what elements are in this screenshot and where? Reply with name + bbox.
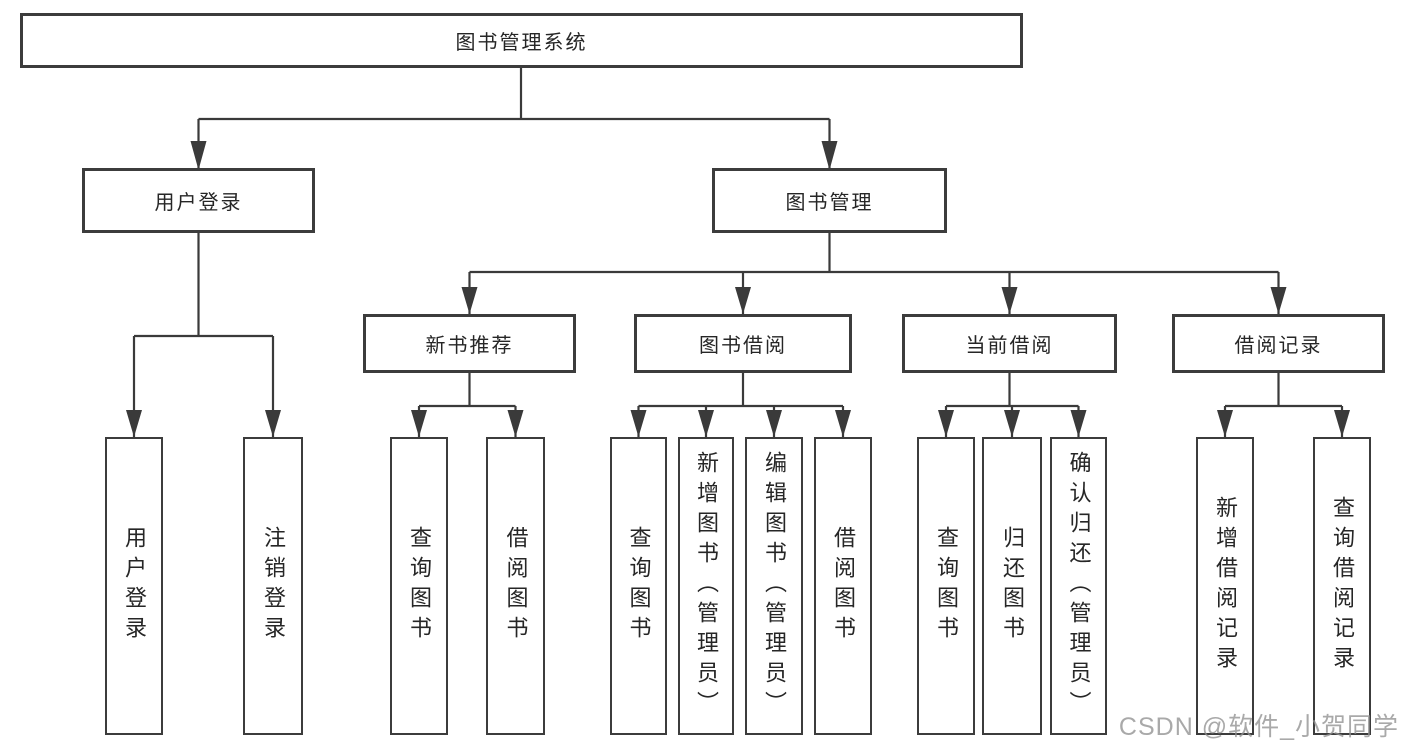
- node-query-borrow-record: 查询借阅记录: [1313, 437, 1371, 735]
- node-query-books: 查询图书: [917, 437, 975, 735]
- node-current-borrowing: 当前借阅: [902, 314, 1117, 373]
- node-add-borrow-record: 新增借阅记录: [1196, 437, 1254, 735]
- node-add-book-admin: 新增图书（管理员）: [678, 437, 734, 735]
- node-logout: 注销登录: [243, 437, 303, 735]
- node-edit-book-admin: 编辑图书（管理员）: [745, 437, 803, 735]
- node-user-login: 用户登录: [105, 437, 163, 735]
- node-book-management-module: 图书管理: [712, 168, 947, 233]
- node-query-books: 查询图书: [610, 437, 667, 735]
- node-return-books: 归还图书: [982, 437, 1042, 735]
- node-library-management-system: 图书管理系统: [20, 13, 1023, 68]
- node-confirm-return-admin: 确认归还（管理员）: [1050, 437, 1107, 735]
- node-borrow-books: 借阅图书: [814, 437, 872, 735]
- node-borrowing-records: 借阅记录: [1172, 314, 1385, 373]
- node-user-login-module: 用户登录: [82, 168, 315, 233]
- node-borrow-books: 借阅图书: [486, 437, 545, 735]
- watermark: CSDN @软件_小贺同学: [1118, 713, 1399, 741]
- node-book-borrowing: 图书借阅: [634, 314, 852, 373]
- node-query-books: 查询图书: [390, 437, 448, 735]
- node-new-book-recommendation: 新书推荐: [363, 314, 576, 373]
